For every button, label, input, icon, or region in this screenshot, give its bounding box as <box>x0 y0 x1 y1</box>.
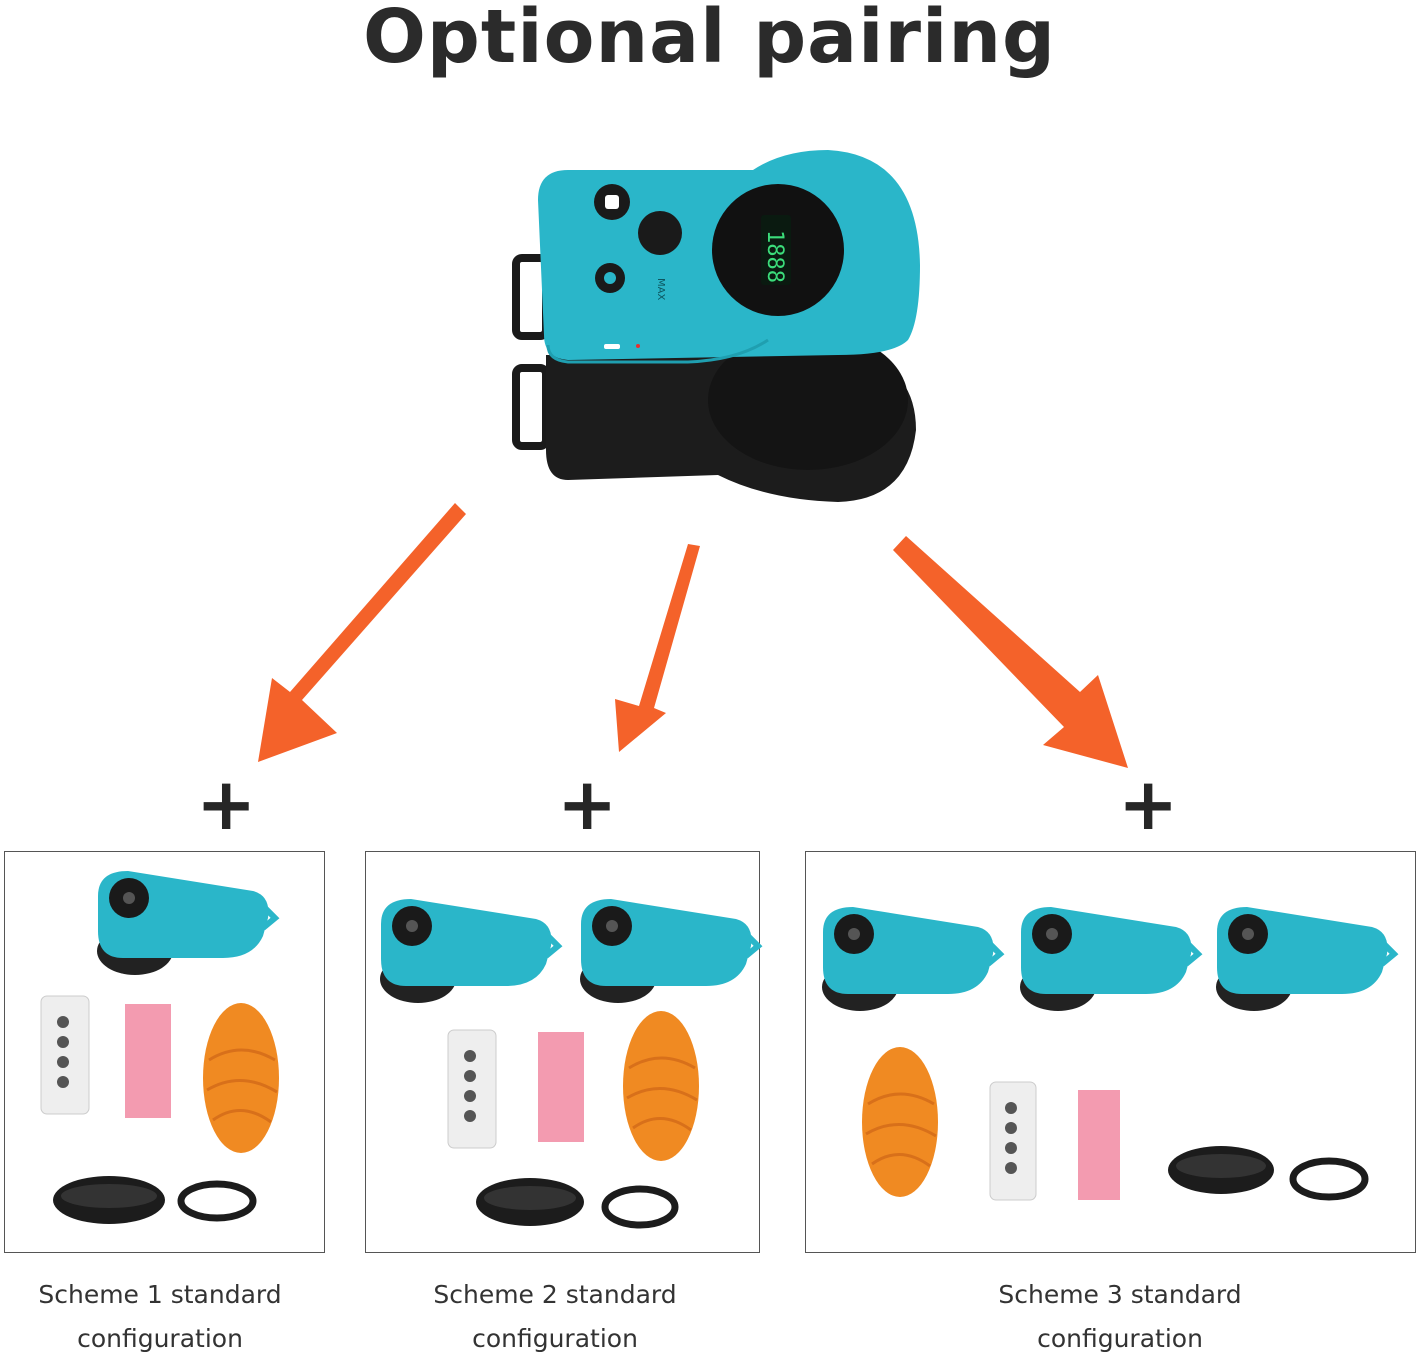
page-title: Optional pairing <box>363 0 1056 80</box>
scheme-1-caption: Scheme 1 standard configuration <box>0 1273 320 1361</box>
small-band-icon <box>601 1185 679 1229</box>
small-band-icon <box>1289 1157 1369 1201</box>
main-device-image: MAX 1888 <box>512 150 920 502</box>
sponge-icon <box>1078 1090 1120 1200</box>
winder-icon <box>1216 907 1399 1011</box>
plus-icon: + <box>557 762 618 846</box>
large-band-icon <box>476 1178 584 1226</box>
caption-line: configuration <box>472 1324 638 1353</box>
scheme-2-panel <box>365 851 763 1253</box>
arrows-layer <box>258 503 1128 768</box>
winder-icon <box>580 899 763 1003</box>
winder-icon <box>1020 907 1203 1011</box>
yarn-ball-icon <box>623 1011 699 1161</box>
arrow-middle-icon <box>615 544 700 752</box>
plus-icon: + <box>1118 762 1179 846</box>
knob-label: MAX <box>655 278 666 300</box>
scheme-2-caption: Scheme 2 standard configuration <box>365 1273 745 1361</box>
caption-line: Scheme 2 standard <box>433 1280 677 1309</box>
small-band-icon <box>177 1180 257 1222</box>
caption-line: configuration <box>77 1324 243 1353</box>
display-readout: 1888 <box>762 230 787 283</box>
caption-line: configuration <box>1037 1324 1203 1353</box>
winder-icon <box>97 871 280 975</box>
scheme-3-panel <box>805 851 1416 1253</box>
winder-icon <box>822 907 1005 1011</box>
yarn-ball-icon <box>203 1003 279 1153</box>
arrow-left-icon <box>258 503 466 762</box>
sponge-icon <box>538 1032 584 1142</box>
caption-line: Scheme 1 standard <box>38 1280 282 1309</box>
remote-icon <box>40 995 90 1115</box>
yarn-ball-icon <box>862 1047 938 1197</box>
plus-icon: + <box>196 762 257 846</box>
arrow-right-icon <box>893 536 1128 768</box>
caption-line: Scheme 3 standard <box>998 1280 1242 1309</box>
winder-icon <box>380 899 563 1003</box>
scheme-3-caption: Scheme 3 standard configuration <box>880 1273 1360 1361</box>
large-band-icon <box>1168 1146 1274 1194</box>
sponge-icon <box>125 1004 171 1118</box>
remote-icon <box>447 1029 497 1149</box>
scheme-1-panel <box>4 851 325 1253</box>
large-band-icon <box>53 1176 165 1224</box>
remote-icon <box>989 1081 1037 1201</box>
